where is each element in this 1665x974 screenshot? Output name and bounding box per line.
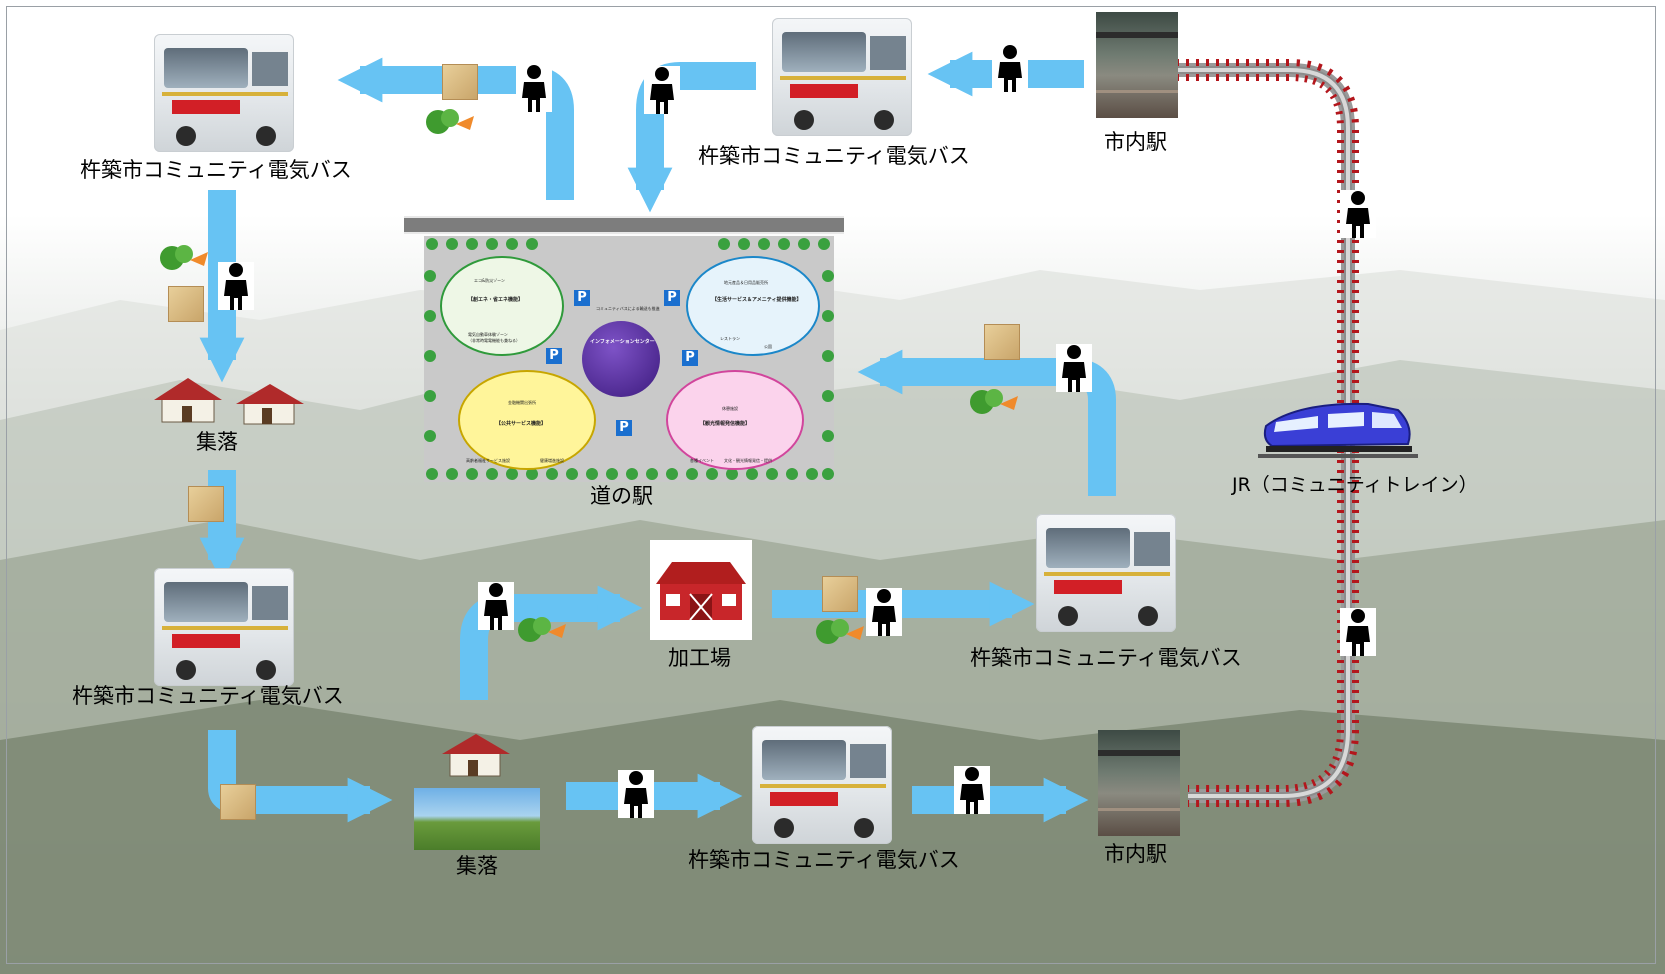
cargo-box-icon bbox=[168, 286, 204, 322]
zone-lifestyle-item: レストラン bbox=[720, 336, 740, 341]
person-icon bbox=[954, 766, 990, 814]
zone-public bbox=[458, 370, 596, 470]
electric-bus-middle-left bbox=[154, 568, 294, 686]
zone-lifestyle-item: 地元産品＆日用品販売所 bbox=[724, 280, 768, 285]
label-michi-no-eki: 道の駅 bbox=[590, 484, 653, 508]
house-icon bbox=[236, 384, 304, 425]
parking-icon: P bbox=[546, 348, 562, 364]
zone-public-item: 金融機関出張所 bbox=[508, 400, 536, 405]
label-jr: JR（コミュニティトレイン） bbox=[1232, 474, 1478, 496]
person-icon bbox=[1340, 608, 1376, 656]
jr-train-icon bbox=[1258, 402, 1418, 458]
bus-note-line: コミュニティバスによる輸送も推進 bbox=[596, 306, 660, 311]
station-bottom bbox=[1098, 730, 1180, 836]
person-icon bbox=[1056, 344, 1092, 392]
zone-tourism-item: 休憩施設 bbox=[722, 406, 738, 411]
cargo-box-icon bbox=[822, 576, 858, 612]
cargo-box-icon bbox=[442, 64, 478, 100]
person-icon bbox=[866, 588, 902, 636]
vegetables-icon bbox=[518, 617, 566, 642]
person-icon bbox=[618, 770, 654, 818]
zone-tourism bbox=[666, 370, 804, 470]
label-bus-top-middle: 杵築市コミュニティ電気バス bbox=[698, 144, 970, 168]
zone-energy bbox=[440, 256, 564, 356]
zone-tourism-item: 文化・観光情報発信・提供 bbox=[724, 458, 772, 463]
house-icon bbox=[442, 734, 510, 777]
label-bus-middle-left: 杵築市コミュニティ電気バス bbox=[72, 684, 344, 708]
cargo-box-icon bbox=[188, 486, 224, 522]
factory-barn-image bbox=[650, 540, 752, 640]
zone-energy-item: 電気自動車体験ゾーン bbox=[468, 332, 508, 337]
parking-icon: P bbox=[682, 350, 698, 366]
michi-no-eki-map: 【創エネ・省エネ機能】 エコ&防災ゾーン 電気自動車体験ゾーン （非常時電電機能… bbox=[424, 236, 834, 482]
electric-bus-bottom bbox=[752, 726, 892, 844]
zone-tourism-item: 各種イベント bbox=[690, 458, 714, 463]
person-icon bbox=[644, 66, 680, 114]
house-icon bbox=[154, 378, 222, 423]
information-center bbox=[582, 321, 660, 397]
zone-lifestyle bbox=[686, 256, 820, 356]
zone-public-item: 高齢者福祉サービス施設 bbox=[466, 458, 510, 463]
zone-tourism-title: 【観光情報発信機能】 bbox=[700, 421, 751, 427]
label-factory: 加工場 bbox=[668, 646, 731, 670]
parking-icon: P bbox=[616, 420, 632, 436]
zone-lifestyle-item: 公園 bbox=[764, 344, 772, 349]
person-icon bbox=[992, 44, 1028, 92]
information-center-label: インフォメーションセンター bbox=[590, 339, 655, 345]
person-icon bbox=[1340, 190, 1376, 238]
parking-icon: P bbox=[664, 290, 680, 306]
parking-icon: P bbox=[574, 290, 590, 306]
label-bus-top-left: 杵築市コミュニティ電気バス bbox=[80, 158, 352, 182]
vegetables-icon bbox=[970, 389, 1018, 414]
person-icon bbox=[478, 582, 514, 630]
diagram-frame bbox=[6, 6, 1656, 964]
label-village-bottom: 集落 bbox=[456, 854, 498, 878]
cargo-box-icon bbox=[984, 324, 1020, 360]
station-top bbox=[1096, 12, 1178, 118]
vegetables-icon bbox=[816, 619, 864, 644]
zone-energy-item: エコ&防災ゾーン bbox=[474, 278, 505, 283]
village-landscape-image bbox=[414, 788, 540, 850]
vegetables-icon bbox=[426, 109, 474, 134]
road bbox=[404, 216, 844, 234]
label-station-top: 市内駅 bbox=[1104, 130, 1167, 154]
label-bus-right: 杵築市コミュニティ電気バス bbox=[970, 646, 1242, 670]
vegetables-icon bbox=[160, 245, 208, 270]
label-village-left: 集落 bbox=[196, 430, 238, 454]
electric-bus-top-middle bbox=[772, 18, 912, 136]
label-bus-bottom: 杵築市コミュニティ電気バス bbox=[688, 848, 960, 872]
label-station-bottom: 市内駅 bbox=[1104, 842, 1167, 866]
zone-public-title: 【公共サービス機能】 bbox=[496, 421, 547, 427]
person-icon bbox=[516, 64, 552, 112]
zone-energy-item: （非常時電電機能も兼ねる） bbox=[468, 338, 520, 343]
electric-bus-top-left bbox=[154, 34, 294, 152]
person-icon bbox=[218, 262, 254, 310]
cargo-box-icon bbox=[220, 784, 256, 820]
electric-bus-right bbox=[1036, 514, 1176, 632]
zone-energy-title: 【創エネ・省エネ機能】 bbox=[468, 297, 524, 303]
zone-lifestyle-title: 【生活サービス＆アメニティ提供機能】 bbox=[712, 297, 802, 303]
zone-public-item: 健康増進施設 bbox=[540, 458, 564, 463]
